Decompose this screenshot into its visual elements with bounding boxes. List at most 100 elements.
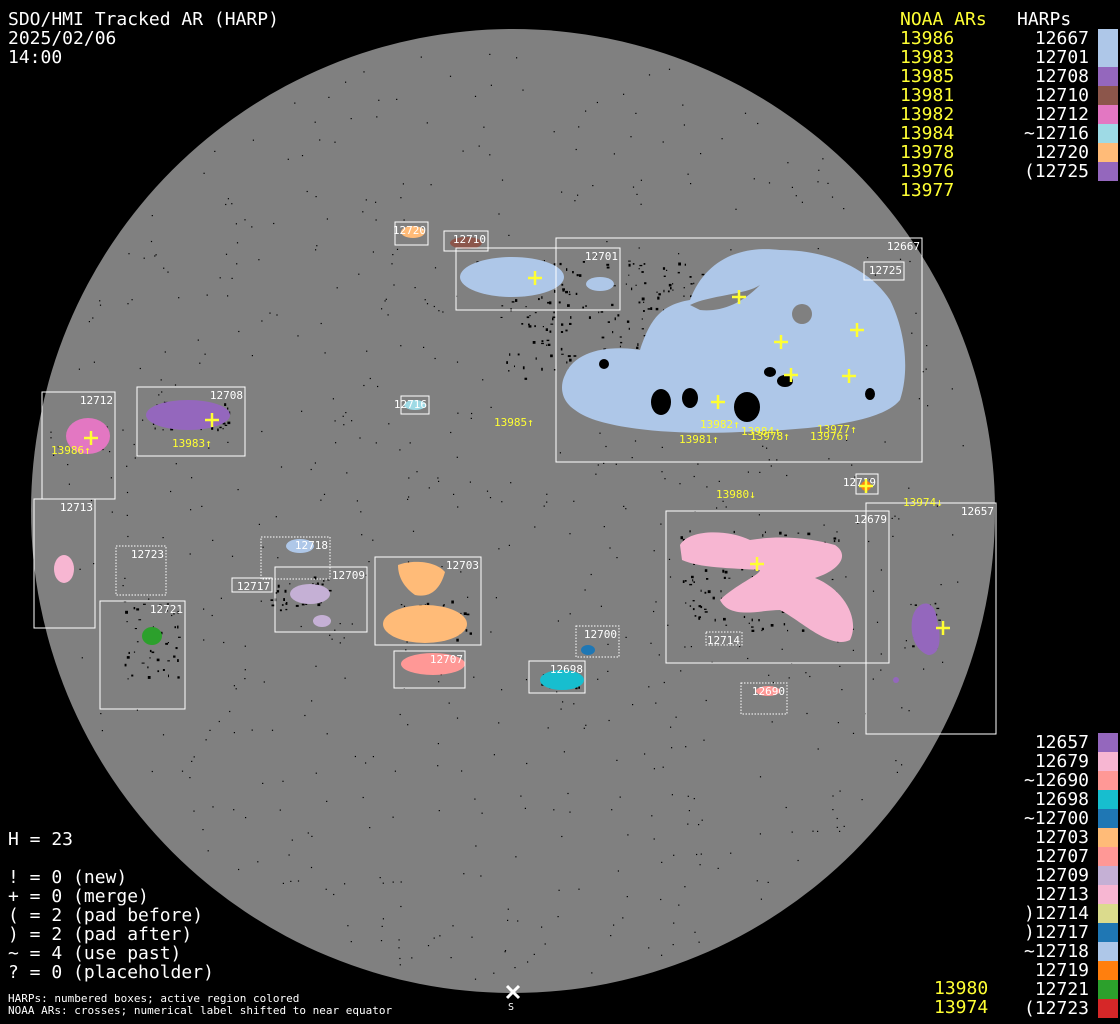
harp-legend-item: 12719 (1034, 960, 1089, 981)
harp-box (99, 600, 186, 710)
noaa-label: 13980↓ (716, 488, 756, 501)
harp-color-swatch (1098, 809, 1118, 828)
harp-box (393, 650, 466, 689)
noaa-label: 13984↑ (741, 425, 781, 438)
date-label: 2025/02/06 (8, 28, 117, 49)
harp-color-swatch (1098, 923, 1118, 942)
harp-box-label: 12725 (869, 264, 902, 277)
harp-count: H = 23 (8, 829, 74, 850)
harp-box (455, 247, 621, 311)
harp-box-label: 12708 (210, 389, 243, 402)
noaa-legend-item: 13977 (900, 180, 955, 201)
harp-legend-item: )12717 (1023, 922, 1089, 943)
harp-color-swatch (1098, 828, 1118, 847)
harp-box (705, 631, 743, 646)
active-region-patches (54, 226, 940, 696)
noaa-label: 13983↑ (172, 437, 212, 450)
harp-box-label: 12690 (752, 685, 785, 698)
harp-box-label: 12712 (80, 394, 113, 407)
harp-box-label: 12710 (453, 233, 486, 246)
noaa-label: 13982↑ (700, 418, 740, 431)
noaa-cross (750, 557, 764, 571)
harp-box-label: 12720 (393, 224, 426, 237)
noaa-label: 13981↑ (679, 433, 719, 446)
harp-color-swatch (1098, 124, 1118, 143)
chart-title: SDO/HMI Tracked AR (HARP) (8, 9, 279, 30)
harp-box-label: 12667 (887, 240, 920, 253)
harp-legend-item: 12713 (1034, 884, 1089, 905)
harp-legend-item: (12725 (1023, 161, 1089, 182)
harp-box (740, 682, 788, 715)
harp-box-label: 12721 (150, 603, 183, 616)
harp-legend-item: ~12700 (1023, 808, 1089, 829)
south-label: S (508, 1002, 515, 1013)
harp-legend-item: 12703 (1034, 827, 1089, 848)
harp-color-swatch (1098, 105, 1118, 124)
harp-box (443, 230, 489, 252)
south-pole-marker (505, 984, 521, 1000)
harp-box-label: 12657 (961, 505, 994, 518)
noaa-legend-item: 13982 (900, 104, 955, 125)
noaa-legend-item: 13976 (900, 161, 955, 182)
harp-box-label: 12723 (131, 548, 164, 561)
harp-box-label: 12718 (295, 539, 328, 552)
harp-box (555, 237, 923, 463)
noaa-crosses (84, 271, 950, 635)
footer-line-2: NOAA ARs: crosses; numerical label shift… (8, 1004, 393, 1017)
noaa-label: 13976↑ (810, 430, 850, 443)
harp-box-label: 12679 (854, 513, 887, 526)
harp-color-swatch (1098, 847, 1118, 866)
harp-box-label: 12701 (585, 250, 618, 263)
stats-line: + = 0 (merge) (8, 886, 149, 907)
harp-legend-item: (12723 (1023, 998, 1089, 1019)
harp-box-label: 12703 (446, 559, 479, 572)
harp-box (528, 660, 586, 694)
harp-legend-item: 12708 (1034, 66, 1089, 87)
noaa-cross (774, 335, 788, 349)
harp-box-label: 12709 (332, 569, 365, 582)
harp-color-swatch (1098, 980, 1118, 999)
harp-box (400, 395, 430, 415)
harp-box (33, 498, 96, 629)
harp-color-swatch (1098, 961, 1118, 980)
harp-color-swatch (1098, 143, 1118, 162)
noaa-label: 13977↑ (817, 423, 857, 436)
harp-boxes: 12667 12701 12710 12720 12725 12712 12708 12716… (33, 221, 997, 735)
harp-color-swatch (1098, 942, 1118, 961)
noaa-cross (842, 369, 856, 383)
harp-box-label: 12713 (60, 501, 93, 514)
harp-color-swatch (1098, 790, 1118, 809)
noaa-label: 13985↑ (494, 416, 534, 429)
harp-box (231, 577, 273, 593)
harp-legend-item: 12679 (1034, 751, 1089, 772)
harp-legend-item: 12709 (1034, 865, 1089, 886)
harp-box (394, 221, 429, 246)
harp-color-swatch (1098, 86, 1118, 105)
harp-legend-item: 12712 (1034, 104, 1089, 125)
harp-color-swatch (1098, 904, 1118, 923)
sunspots (599, 359, 875, 422)
harp-legend-item: ~12718 (1023, 941, 1089, 962)
noaa-labels: 13986↑13983↑13985↑13982↑13984↑13978↑1398… (51, 416, 943, 509)
noaa-legend-item: 13985 (900, 66, 955, 87)
harp-box-label: 12700 (584, 628, 617, 641)
harp-color-swatch (1098, 866, 1118, 885)
harp-box-label: 12716 (394, 398, 427, 411)
noaa-cross (936, 621, 950, 635)
harp-legend-item: 12667 (1034, 28, 1089, 49)
noaa-label: 13974↓ (903, 496, 943, 509)
stats-line: ( = 2 (pad before) (8, 905, 204, 926)
harp-legend-item: ~12690 (1023, 770, 1089, 791)
harp-box (575, 625, 620, 658)
harps-heading: HARPs (1017, 9, 1072, 30)
noaa-cross (528, 271, 542, 285)
harp-color-swatch (1098, 29, 1118, 48)
noaa-legend-item: 13984 (900, 123, 955, 144)
harp-legend-item: 12698 (1034, 789, 1089, 810)
harp-box-label: 12717 (237, 580, 270, 593)
harp-color-swatch (1098, 885, 1118, 904)
harp-legend-item: 12657 (1034, 732, 1089, 753)
noaa-label: 13986↑ (51, 444, 91, 457)
harp-color-swatch (1098, 162, 1118, 181)
